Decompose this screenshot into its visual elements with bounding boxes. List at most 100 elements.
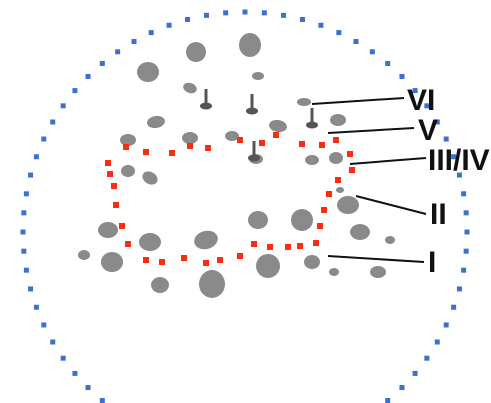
red-dot <box>237 137 243 143</box>
red-dot <box>317 223 323 229</box>
label-i: I <box>428 246 436 279</box>
cell <box>304 255 320 269</box>
red-dot <box>169 150 175 156</box>
leader-line <box>355 195 427 215</box>
blue-dot <box>28 172 34 178</box>
cell <box>336 187 344 193</box>
blue-dot <box>463 210 469 216</box>
blue-dot <box>463 248 469 254</box>
blue-dot <box>50 339 56 345</box>
blue-dot <box>461 267 467 273</box>
cell <box>350 224 370 240</box>
blue-dot <box>443 136 449 142</box>
blue-dot <box>21 248 27 254</box>
label-vi: VI <box>407 84 435 117</box>
blue-dot <box>28 286 34 292</box>
label-v: V <box>418 114 438 147</box>
blue-dot <box>464 229 470 235</box>
red-dot <box>251 241 257 247</box>
cell <box>252 72 264 80</box>
red-dot <box>143 149 149 155</box>
leader-line <box>327 255 425 263</box>
leader-lines <box>311 97 427 263</box>
blue-dot <box>41 136 47 142</box>
cell <box>199 270 225 298</box>
red-dot <box>123 144 129 150</box>
blue-dot <box>85 73 91 79</box>
red-dot <box>321 207 327 213</box>
cell <box>186 42 206 62</box>
blue-dot <box>41 322 47 328</box>
red-dot <box>285 244 291 250</box>
blue-dot <box>99 398 105 403</box>
cell <box>142 171 158 185</box>
blue-dot <box>99 60 105 66</box>
blue-dot <box>399 73 405 79</box>
red-dot <box>105 160 111 166</box>
red-dot <box>335 177 341 183</box>
blue-dot <box>424 103 430 109</box>
blue-dot <box>299 16 305 22</box>
cell <box>225 131 239 141</box>
cell <box>330 114 346 126</box>
red-dot <box>113 202 119 208</box>
blue-dot <box>50 119 56 125</box>
blue-dot <box>385 60 391 66</box>
red-dot <box>111 183 117 189</box>
blue-dot <box>60 103 66 109</box>
red-dot <box>125 241 131 247</box>
cell-tip <box>246 107 258 115</box>
blue-dot <box>223 10 229 16</box>
blue-dot <box>385 398 391 403</box>
blue-dot <box>20 229 26 235</box>
red-dot <box>187 143 193 149</box>
red-dot <box>319 142 325 148</box>
blue-dot <box>336 30 342 36</box>
blue-dot <box>85 385 91 391</box>
blue-dot <box>412 370 418 376</box>
blue-dot <box>424 355 430 361</box>
cell <box>337 196 359 214</box>
blue-dot <box>242 9 248 15</box>
blue-dot <box>412 88 418 94</box>
blue-dot <box>261 10 267 16</box>
cell <box>183 82 197 94</box>
cell-tip <box>248 154 260 162</box>
cell <box>147 115 165 129</box>
cell-tip <box>306 121 318 129</box>
leader-line <box>349 157 427 165</box>
blue-dot <box>281 12 287 18</box>
cell <box>269 119 287 133</box>
cell <box>151 277 169 293</box>
blue-dot <box>461 191 467 197</box>
cell <box>98 222 118 238</box>
blue-dot <box>72 370 78 376</box>
cell <box>137 62 159 82</box>
red-dot <box>119 223 125 229</box>
red-dot <box>333 137 339 143</box>
blue-dot <box>399 385 405 391</box>
blue-dot <box>318 22 324 28</box>
cell <box>139 233 161 251</box>
red-dot <box>205 145 211 151</box>
blue-dot <box>72 88 78 94</box>
blue-dot <box>115 49 121 55</box>
blue-dot <box>60 355 66 361</box>
cell <box>101 252 123 272</box>
cell <box>256 254 280 278</box>
cell <box>121 165 135 177</box>
outer-dotted-boundary <box>20 9 470 403</box>
blue-dot <box>451 304 457 310</box>
red-dot <box>237 253 243 259</box>
red-dot <box>181 255 187 261</box>
red-dot <box>267 244 273 250</box>
red-dot <box>203 260 209 266</box>
cell <box>305 155 319 165</box>
red-dot <box>349 167 355 173</box>
cell-cluster <box>78 33 395 298</box>
red-dot <box>297 243 303 249</box>
red-dot <box>273 132 279 138</box>
blue-dot <box>434 119 440 125</box>
blue-dot <box>443 322 449 328</box>
leader-line <box>311 97 405 105</box>
